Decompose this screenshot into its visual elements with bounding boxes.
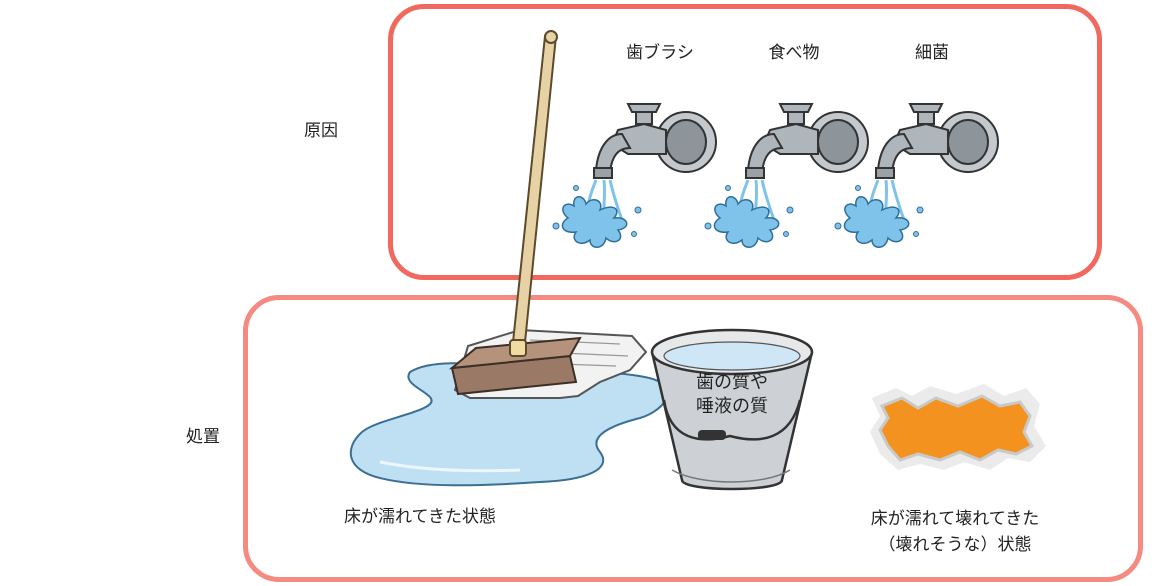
cause-label: 原因 <box>304 121 338 141</box>
cause-item-food: 食べ物 <box>768 43 820 63</box>
action-frame <box>243 295 1143 582</box>
bucket-text-line1: 歯の質や <box>696 372 768 393</box>
cause-item-toothbrush: 歯ブラシ <box>626 43 694 63</box>
faucet-illustration-1 <box>552 103 717 248</box>
cause-item-bacteria: 細菌 <box>915 43 949 63</box>
action-label: 処置 <box>186 427 220 447</box>
damaged-floor-hole <box>878 394 1035 462</box>
bucket-text-line2: 唾液の質 <box>696 396 768 417</box>
faucet-illustration-3 <box>834 103 999 248</box>
wet-floor-caption: 床が濡れてきた状態 <box>344 507 496 527</box>
damaged-floor-caption-line2: （壊れそうな）状態 <box>878 535 1032 555</box>
damaged-floor-caption-line1: 床が濡れて壊れてきた <box>870 509 1040 529</box>
bucket-water <box>663 341 801 371</box>
cause-frame <box>388 4 1102 280</box>
faucet-illustration-2 <box>704 103 869 248</box>
